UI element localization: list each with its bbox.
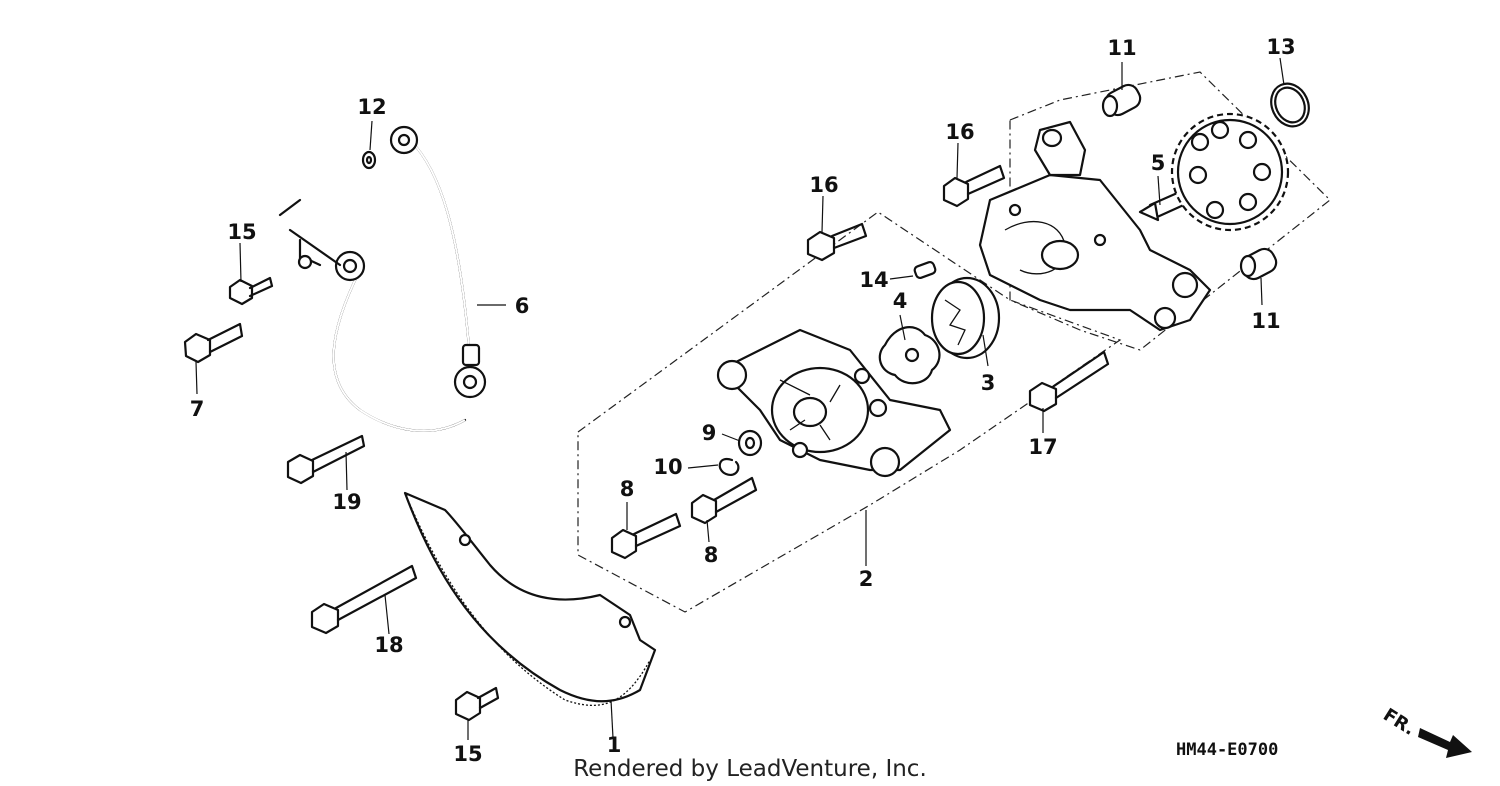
part-8-bolt-right (690, 476, 758, 525)
front-direction-indicator: FR. (1379, 704, 1472, 758)
part-13-o-ring (1270, 82, 1310, 128)
callout-5: 5 (1151, 151, 1166, 175)
part-1-guide-plate (403, 491, 657, 707)
part-16-bolt-left (806, 222, 868, 262)
pump-housing (978, 120, 1212, 332)
callout-15-upper: 15 (227, 220, 256, 244)
part-16-bolt-right (942, 164, 1006, 208)
part-8-bolt-left (610, 512, 682, 560)
direction-label: FR. (1379, 704, 1418, 739)
pump-drive-gear (1170, 112, 1290, 232)
part-11-collar-lower (1239, 247, 1278, 281)
callout-15-lower: 15 (453, 742, 482, 766)
part-14-dowel-pin (913, 260, 937, 280)
callout-4: 4 (893, 289, 908, 313)
front-arrow-icon (1418, 728, 1472, 758)
housing-assembly-outline (1009, 71, 1331, 351)
part-12-washer (361, 150, 377, 170)
callout-8-left: 8 (620, 477, 635, 501)
part-2-pump-body (716, 328, 952, 478)
callout-9: 9 (702, 421, 717, 445)
callout-2: 2 (859, 567, 874, 591)
callout-18: 18 (374, 633, 403, 657)
credit-text: Rendered by LeadVenture, Inc. (573, 756, 927, 782)
leader-lines (195, 57, 1285, 740)
pump-assembly-outline (577, 211, 1122, 613)
part-15-bolt-lower (454, 686, 500, 722)
callout-16-right: 16 (945, 120, 974, 144)
part-10-clip (718, 457, 740, 476)
callout-labels: 1 2 3 4 5 6 7 8 8 9 10 11 11 12 13 14 15… (190, 35, 1296, 766)
callout-11-lower: 11 (1251, 309, 1280, 333)
part-3-outer-rotor (930, 276, 1001, 360)
part-15-bolt-upper (228, 276, 274, 306)
part-6-oil-pipe (278, 125, 487, 432)
callout-8-right: 8 (704, 543, 719, 567)
bolts (183, 164, 1110, 722)
callout-6: 6 (515, 294, 530, 318)
part-11-collar-upper (1101, 83, 1142, 118)
part-7-bolt (183, 322, 244, 364)
part-9-washer (737, 429, 763, 457)
callout-19: 19 (332, 490, 361, 514)
callout-1: 1 (607, 733, 622, 757)
part-19-bolt (286, 434, 366, 485)
part-4-inner-rotor (878, 326, 941, 385)
callout-14: 14 (859, 268, 888, 292)
part-18-bolt (310, 564, 418, 635)
callout-16-left: 16 (809, 173, 838, 197)
callout-11-upper: 11 (1107, 36, 1136, 60)
assembly-outlines (577, 71, 1331, 613)
callout-13: 13 (1266, 35, 1295, 59)
callout-12: 12 (357, 95, 386, 119)
callout-7: 7 (190, 397, 205, 421)
diagram-code: HM44-E0700 (1176, 740, 1278, 760)
callout-10: 10 (653, 455, 682, 479)
callout-3: 3 (981, 371, 996, 395)
callout-17: 17 (1028, 435, 1057, 459)
part-17-bolt (1028, 350, 1110, 413)
